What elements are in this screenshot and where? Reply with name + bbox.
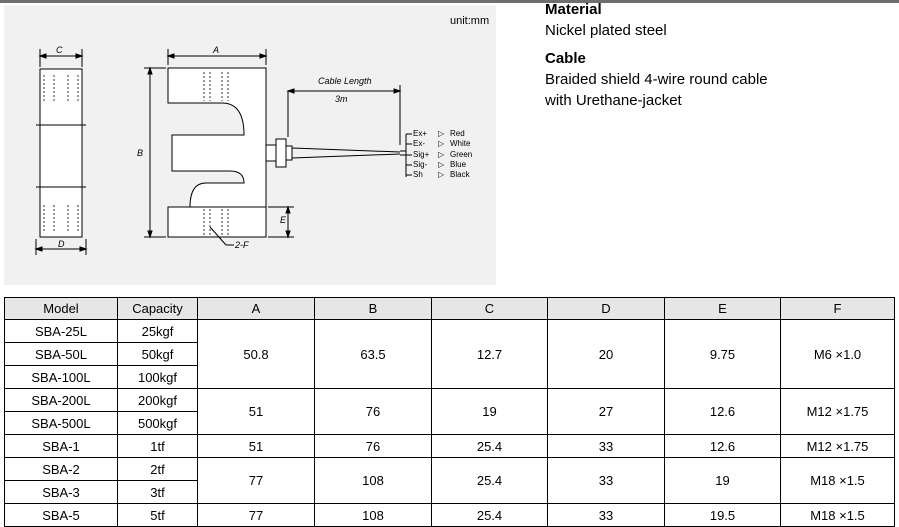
capacity-cell: 1tf xyxy=(117,434,198,458)
wire-signal: Sh xyxy=(413,170,423,179)
dim-f-cell: M6 ×1.0 xyxy=(780,319,895,389)
capacity-cell: 25kgf xyxy=(117,319,198,343)
top-rule xyxy=(0,0,899,3)
dim-c-cell: 25.4 xyxy=(431,457,548,504)
dim-b-cell: 108 xyxy=(314,503,432,527)
material-text: Nickel plated steel xyxy=(545,22,667,39)
dim-c-cell: 19 xyxy=(431,388,548,435)
column-header: F xyxy=(780,297,895,320)
spec-table: Model Capacity A B C D E F SBA-25L 25kgf… xyxy=(4,297,895,527)
capacity-cell: 500kgf xyxy=(117,411,198,435)
dim-label-f: 2-F xyxy=(234,240,249,250)
dim-label-a: A xyxy=(212,45,219,55)
cable-text-line1: Braided shield 4-wire round cable xyxy=(545,71,768,88)
wire-arrow-icon: ▷ xyxy=(438,139,445,148)
model-cell: SBA-1 xyxy=(4,434,118,458)
wire-color: White xyxy=(450,139,471,148)
cable-heading: Cable xyxy=(545,50,586,67)
wire-color: Red xyxy=(450,129,465,138)
table-row: SBA-200L 200kgf 51 76 19 27 12.6 M12 ×1.… xyxy=(4,388,895,435)
table-row: SBA-25L 25kgf 50.8 63.5 12.7 20 9.75 M6 … xyxy=(4,319,895,389)
wire-signal: Ex- xyxy=(413,139,425,148)
capacity-cell: 3tf xyxy=(117,480,198,504)
model-cell: SBA-3 xyxy=(4,480,118,504)
column-header: Capacity xyxy=(117,297,198,320)
capacity-cell: 2tf xyxy=(117,457,198,481)
dim-a-cell: 77 xyxy=(197,457,315,504)
wire-arrow-icon: ▷ xyxy=(438,160,445,169)
dimension-drawing: unit:mm xyxy=(4,5,496,285)
dim-a-cell: 51 xyxy=(197,434,315,458)
capacity-cell: 200kgf xyxy=(117,388,198,412)
capacity-cell: 50kgf xyxy=(117,342,198,366)
column-header: C xyxy=(431,297,548,320)
dim-c-cell: 25.4 xyxy=(431,503,548,527)
dim-label-e: E xyxy=(280,215,287,225)
cable-assembly xyxy=(265,85,412,177)
table-row: SBA-500L 500kgf xyxy=(4,411,895,435)
dim-d-cell: 20 xyxy=(547,319,665,389)
unit-note: unit:mm xyxy=(450,15,490,27)
dim-b-cell: 108 xyxy=(314,457,432,504)
wire-signal: Ex+ xyxy=(413,129,427,138)
dim-e-cell: 19 xyxy=(664,457,781,504)
load-cell-drawing: C D A B E 2-F Cable Length 3m Ex+ Ex- Si… xyxy=(34,45,472,255)
wire-signal: Sig+ xyxy=(413,150,430,159)
dim-e-cell: 9.75 xyxy=(664,319,781,389)
material-heading: Material xyxy=(545,1,602,18)
wire-arrow-icon: ▷ xyxy=(438,170,445,179)
front-view xyxy=(144,49,294,246)
column-header: E xyxy=(664,297,781,320)
column-header: D xyxy=(547,297,665,320)
dim-label-d: D xyxy=(58,239,65,249)
column-header: A xyxy=(197,297,315,320)
capacity-cell: 100kgf xyxy=(117,365,198,389)
model-cell: SBA-2 xyxy=(4,457,118,481)
column-header: Model xyxy=(4,297,118,320)
wire-arrow-icon: ▷ xyxy=(438,150,445,159)
wire-color: Green xyxy=(450,150,472,159)
cable-text-line2: with Urethane-jacket xyxy=(545,92,682,109)
dim-d-cell: 33 xyxy=(547,434,665,458)
dim-e-cell: 12.6 xyxy=(664,434,781,458)
dim-f-cell: M12 ×1.75 xyxy=(780,388,895,435)
dim-d-cell: 27 xyxy=(547,388,665,435)
model-cell: SBA-200L xyxy=(4,388,118,412)
wire-signal: Sig- xyxy=(413,160,428,169)
dim-f-cell: M18 ×1.5 xyxy=(780,503,895,527)
dim-d-cell: 33 xyxy=(547,503,665,527)
model-cell: SBA-5 xyxy=(4,503,118,527)
model-cell: SBA-500L xyxy=(4,411,118,435)
dim-f-cell: M18 ×1.5 xyxy=(780,457,895,504)
side-view xyxy=(34,49,88,255)
dim-b-cell: 76 xyxy=(314,388,432,435)
table-row: SBA-5 5tf 77 108 25.4 33 19.5 M18 ×1.5 xyxy=(4,503,895,527)
table-row: SBA-1 1tf 51 76 25.4 33 12.6 M12 ×1.75 xyxy=(4,434,895,458)
cable-length-value: 3m xyxy=(335,94,348,104)
dim-label-c: C xyxy=(56,45,63,55)
dim-a-cell: 77 xyxy=(197,503,315,527)
table-row: SBA-2 2tf 77 108 25.4 33 19 M18 ×1.5 xyxy=(4,457,895,504)
model-cell: SBA-100L xyxy=(4,365,118,389)
dim-b-cell: 76 xyxy=(314,434,432,458)
dim-c-cell: 12.7 xyxy=(431,319,548,389)
dim-a-cell: 50.8 xyxy=(197,319,315,389)
cable-length-label: Cable Length xyxy=(318,76,372,86)
column-header: B xyxy=(314,297,432,320)
wire-color: Blue xyxy=(450,160,467,169)
dim-c-cell: 25.4 xyxy=(431,434,548,458)
dim-b-cell: 63.5 xyxy=(314,319,432,389)
dim-a-cell: 51 xyxy=(197,388,315,435)
wire-color: Black xyxy=(450,170,471,179)
capacity-cell: 5tf xyxy=(117,503,198,527)
model-cell: SBA-25L xyxy=(4,319,118,343)
table-header-row: Model Capacity A B C D E F xyxy=(4,297,895,320)
dim-d-cell: 33 xyxy=(547,457,665,504)
dim-e-cell: 12.6 xyxy=(664,388,781,435)
dim-e-cell: 19.5 xyxy=(664,503,781,527)
dim-label-b: B xyxy=(137,148,143,158)
model-cell: SBA-50L xyxy=(4,342,118,366)
dim-f-cell: M12 ×1.75 xyxy=(780,434,895,458)
wire-arrow-icon: ▷ xyxy=(438,129,445,138)
